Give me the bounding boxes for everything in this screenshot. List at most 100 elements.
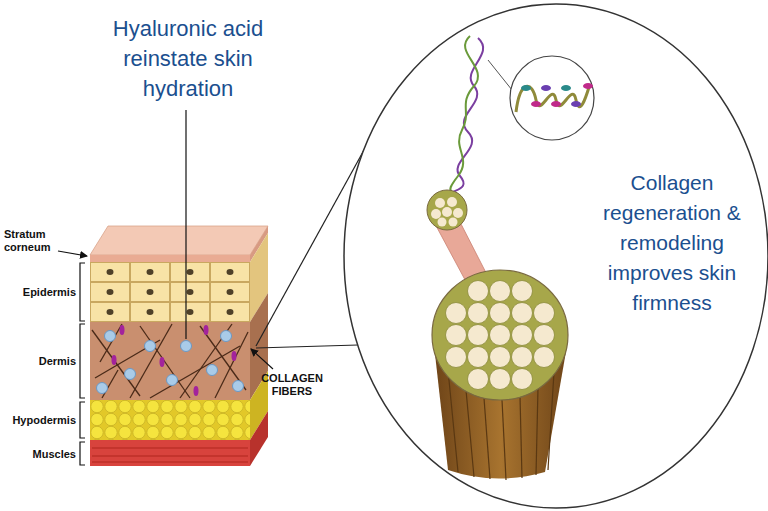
skin-cross-section-part-part — [92, 462, 248, 463]
amino-acid-inset-part — [521, 85, 531, 91]
collagen-fiber-bundle — [432, 270, 568, 480]
collagen-fiber-bundle-part-part — [468, 347, 489, 368]
small-fibril-bundle-part-part — [435, 198, 445, 208]
collagen-helix-part — [450, 36, 478, 194]
layer-brackets-part — [58, 251, 87, 256]
collagen-fiber-bundle-part-part — [536, 388, 538, 475]
collagen-fiber-bundle-part-part — [466, 390, 474, 477]
collagen-fiber-bundle-part-part — [490, 347, 511, 368]
skin-cross-section-part-part — [125, 369, 136, 380]
collagen-fiber-bundle-part-part — [512, 325, 533, 346]
collagen-fiber-bundle-part-part — [512, 347, 533, 368]
skin-cross-section-part-part — [204, 325, 209, 335]
layer-brackets — [58, 251, 273, 465]
amino-acid-inset-part — [571, 101, 581, 107]
skin-cross-section-part-part — [181, 341, 192, 352]
amino-acid-inset-part — [510, 56, 594, 140]
collagen-fiber-bundle-part-part — [490, 281, 511, 302]
collagen-fiber-bundle-part-part — [512, 369, 533, 390]
skin-cross-section-part — [97, 331, 244, 394]
amino-acid-inset-part — [583, 83, 593, 89]
collagen-fiber-bundle-part-part — [468, 325, 489, 346]
zoom-circle — [344, 4, 768, 508]
collagen-fiber-bundle-part-part — [446, 325, 467, 346]
layer-label: Epidermis — [6, 286, 76, 299]
skin-cross-section-part — [90, 255, 250, 262]
skin-cross-section-part-part — [167, 375, 178, 386]
collagen-fiber-bundle-part-part — [468, 369, 489, 390]
layer-label: Stratum corneum — [4, 228, 56, 254]
small-fibril-bundle-part-part — [453, 208, 463, 218]
skin-cross-section-part-part — [92, 448, 248, 449]
collagen-helix-part — [488, 60, 512, 90]
collagen-fiber-bundle-part-part — [502, 400, 506, 480]
skin-cross-section-part — [90, 440, 250, 466]
skin-cross-section-part-part — [180, 324, 232, 398]
skin-cross-section-part — [92, 324, 248, 398]
collagen-fiber-bundle-part-part — [520, 396, 522, 478]
skin-cross-section-part — [90, 226, 268, 255]
collagen-fiber-bundle-part-part — [490, 325, 511, 346]
small-fibril-bundle-part-part — [431, 209, 441, 219]
collagen-fiber-bundle-part-part — [468, 303, 489, 324]
small-fibril-bundle-part — [427, 190, 467, 230]
collagen-fibers-label: COLLAGEN FIBERS — [256, 372, 328, 398]
skin-cross-section-part — [92, 448, 248, 462]
small-fibril-bundle-part-part — [442, 207, 452, 217]
layer-label: Muscles — [6, 448, 76, 461]
leader-line — [185, 110, 186, 339]
amino-acid-inset-part — [516, 84, 590, 112]
skin-cross-section-part-part — [130, 324, 172, 398]
skin-cross-section-part-part — [194, 386, 199, 396]
collagen-fiber-bundle-part-part — [534, 347, 555, 368]
skin-cross-section-part-part — [150, 346, 240, 398]
skin-cross-section-part-part — [232, 351, 237, 361]
collagen-fiber-bundle-part-part — [534, 303, 555, 324]
skin-cross-section-part — [90, 262, 250, 322]
skin-cross-section-part-part — [120, 325, 125, 335]
collagen-fiber-bundle-part-part — [512, 281, 533, 302]
small-fibril-bundle-part-part — [438, 218, 447, 227]
skin-cross-section-part — [250, 411, 268, 466]
layer-brackets-part — [80, 442, 85, 465]
layer-label: Hypodermis — [2, 414, 76, 427]
small-fibril-bundle-part-part — [447, 197, 457, 207]
zoom-lines-part — [256, 345, 358, 348]
skin-cross-section-part-part — [100, 324, 122, 362]
skin-cross-section-part — [112, 325, 237, 396]
collagen-fiber-bundle-part-part — [490, 303, 511, 324]
collagen-fiber-bundle-part-part — [490, 369, 511, 390]
collagen-fiber-bundle-part-part — [468, 281, 489, 302]
amino-acid-inset-part — [551, 101, 561, 107]
small-fibril-bundle-part-part — [449, 218, 458, 227]
collagen-fiber-bundle-part — [434, 340, 568, 479]
skin-cross-section-part-part — [221, 331, 232, 342]
collagen-fiber-bundle-part — [446, 281, 555, 390]
callout-text: Collagen regeneration & remodeling impro… — [582, 168, 762, 318]
collagen-fiber-bundle-part-part — [548, 372, 554, 470]
layer-brackets-part — [80, 263, 85, 321]
collagen-fiber-bundle-part — [432, 270, 568, 400]
skin-cross-section-part — [90, 400, 250, 440]
amino-acid-inset-part — [561, 85, 571, 91]
skin-cross-section-part-part — [92, 456, 248, 457]
skin-cross-section-part-part — [112, 355, 117, 365]
collagen-callout-circle: Collagen regeneration & remodeling impro… — [344, 4, 768, 508]
skin-cross-section-part-part — [145, 341, 156, 352]
amino-acid-inset-part — [541, 85, 551, 91]
collagen-fiber-bundle-part-part — [446, 347, 467, 368]
layer-brackets-part — [80, 324, 85, 398]
skin-cross-section — [90, 226, 268, 466]
skin-cross-section-part-part — [160, 357, 165, 367]
collagen-fiber-bundle-part-part — [512, 303, 533, 324]
skin-cross-section-part-part — [207, 365, 218, 376]
collagen-helix-part — [452, 38, 483, 194]
skin-cross-section-part-part — [92, 330, 140, 396]
collagen-fiber-bundle-part-part — [534, 325, 555, 346]
amino-acid-inset-part — [531, 101, 541, 107]
collagen-fiber-bundle-part-part — [484, 398, 490, 479]
skin-cross-section-part — [90, 322, 250, 400]
layer-label: Dermis — [6, 355, 76, 368]
